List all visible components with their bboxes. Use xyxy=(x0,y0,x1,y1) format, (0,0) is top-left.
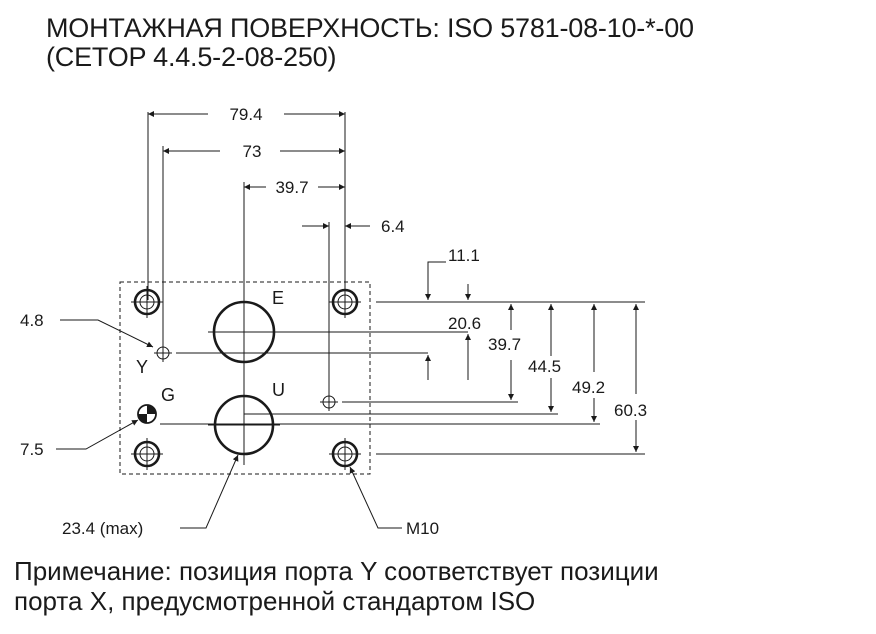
dim-11-1-arrow-top xyxy=(425,261,446,300)
leader-23-4 xyxy=(180,454,239,529)
dim-60-3-label: 60.3 xyxy=(614,401,647,420)
port-y xyxy=(154,344,172,362)
title-line-2: (CETOP 4.4.5-2-08-250) xyxy=(46,42,337,72)
title-line-1: МОНТАЖНАЯ ПОВЕРХНОСТЬ: ISO 5781-08-10-*-… xyxy=(46,13,694,43)
locating-pin-g xyxy=(137,404,157,424)
port-label-y: Y xyxy=(136,357,148,377)
dim-23-4-label: 23.4 (max) xyxy=(62,519,143,538)
bolt-hole-top-right xyxy=(329,286,361,318)
port-small-right xyxy=(320,393,338,411)
port-label-u: U xyxy=(272,380,285,400)
drawing-note: Примечание: позиция порта Y соответствуе… xyxy=(14,556,659,616)
dim-m10-label: M10 xyxy=(406,519,439,538)
bolt-hole-bottom-right xyxy=(329,438,361,470)
drawing-title: МОНТАЖНАЯ ПОВЕРХНОСТЬ: ISO 5781-08-10-*-… xyxy=(46,14,694,72)
note-line-1: Примечание: позиция порта Y соответствуе… xyxy=(14,556,659,586)
surface-outline xyxy=(119,281,371,475)
dim-6-4-label: 6.4 xyxy=(381,217,405,236)
port-label-e: E xyxy=(272,288,284,308)
note-line-2: порта X, предусмотренной стандартом ISO xyxy=(14,586,536,616)
dim-49-2-label: 49.2 xyxy=(572,378,605,397)
dim-73-label: 73 xyxy=(243,142,262,161)
dim-4-8-label: 4.8 xyxy=(20,311,44,330)
leader-4-8 xyxy=(60,319,154,348)
dim-20-6-label: 20.6 xyxy=(448,314,481,333)
port-e xyxy=(208,296,280,368)
bolt-hole-bottom-left xyxy=(131,438,163,470)
leader-m10 xyxy=(349,466,402,529)
dim-39-7-label: 39.7 xyxy=(275,178,308,197)
bolt-hole-top-left xyxy=(131,286,163,318)
port-label-g: G xyxy=(161,385,175,405)
leader-7-5 xyxy=(56,419,139,450)
dim-44-5-label: 44.5 xyxy=(528,357,561,376)
dim-v39-7-label: 39.7 xyxy=(488,335,521,354)
dim-7-5-label: 7.5 xyxy=(20,440,44,459)
port-u xyxy=(208,390,280,462)
dim-11-1-label: 11.1 xyxy=(448,246,480,265)
dim-79-4-label: 79.4 xyxy=(229,105,262,124)
